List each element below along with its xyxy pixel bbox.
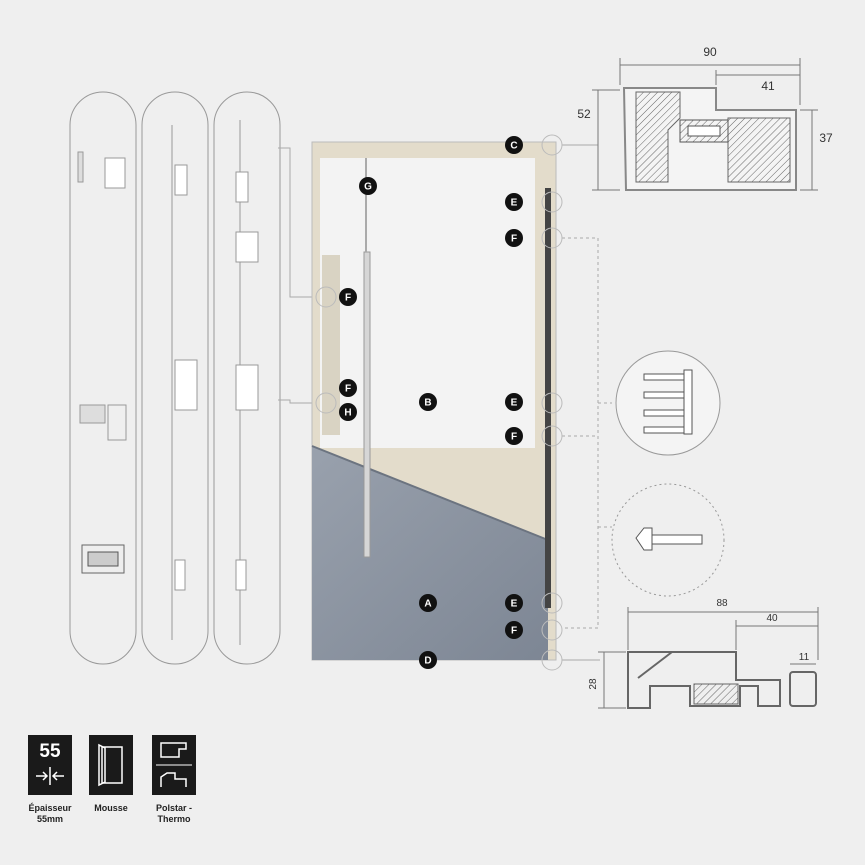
frame-profile-icon [156,742,192,787]
dim-top-height-right: 37 [819,131,833,145]
marker-circle [339,379,357,397]
marker-e: E [505,393,523,411]
marker-c: C [505,136,523,154]
marker-letter: A [424,599,431,610]
marker-circle [505,193,523,211]
marker-circle [419,651,437,669]
letter-markers: G C E F F F H B E F A E F D [339,136,523,669]
dim-bottom-height: 28 [588,678,599,690]
marker-f: F [505,427,523,445]
marker-letter: F [511,432,517,443]
marker-letter: F [511,234,517,245]
badge-profile-label: Polstar - Thermo [155,803,192,824]
marker-circle [505,393,523,411]
marker-letter: G [364,182,372,193]
marker-circle [419,393,437,411]
marker-e: E [505,193,523,211]
bottom-frame-profile: 88 40 28 11 [588,598,819,709]
compress-arrows-icon [36,767,64,785]
marker-a: A [419,594,437,612]
dotted-connectors [562,144,612,661]
door-side-view-1 [69,91,137,665]
marker-circle [505,229,523,247]
detail-hinge-pin [611,483,725,597]
badge-foam [89,735,133,795]
marker-circle [505,427,523,445]
steel-panel [312,446,548,660]
door-side-view-3 [213,91,281,665]
badge-foam-label: Mousse [94,803,128,813]
marker-letter: F [511,626,517,637]
marker-letter: H [344,408,351,419]
marker-h: H [339,403,357,421]
reinforcement-bar [363,251,371,558]
marker-b: B [419,393,437,411]
marker-f: F [505,229,523,247]
dim-bottom-width: 88 [716,598,728,609]
marker-letter: B [424,398,431,409]
marker-f: F [339,288,357,306]
marker-g: G [359,177,377,195]
marker-e: E [505,594,523,612]
door-side-view-2 [141,91,209,665]
thickness-value: 55 [39,741,61,762]
top-frame-profile: 90 41 52 37 [577,45,833,191]
dim-bottom-inner-width: 40 [766,613,778,624]
marker-circle [505,136,523,154]
dim-top-inner-width: 41 [761,79,775,93]
marker-d: D [419,651,437,669]
dim-top-height-left: 52 [577,107,591,121]
marker-circle [505,594,523,612]
marker-circles [315,134,563,671]
marker-letter: F [345,293,351,304]
badge-thickness-label: Épaisseur 55mm [28,803,72,824]
marker-letter: E [511,198,518,209]
marker-letter: D [424,656,431,667]
marker-circle [419,594,437,612]
marker-letter: C [510,141,517,152]
marker-circle [359,177,377,195]
foam-door-icon [98,743,123,787]
badge-profile [152,735,196,795]
marker-letter: F [345,384,351,395]
marker-circle [339,288,357,306]
badge-thickness: 55 [28,735,72,795]
callout-lines [278,147,318,404]
marker-letter: E [511,599,518,610]
marker-f: F [505,621,523,639]
marker-circle [505,621,523,639]
detail-locking-bolts [615,350,721,456]
marker-f: F [339,379,357,397]
marker-letter: E [511,398,518,409]
dim-bottom-small: 11 [799,652,810,663]
dim-top-width: 90 [703,45,717,59]
marker-circle [339,403,357,421]
